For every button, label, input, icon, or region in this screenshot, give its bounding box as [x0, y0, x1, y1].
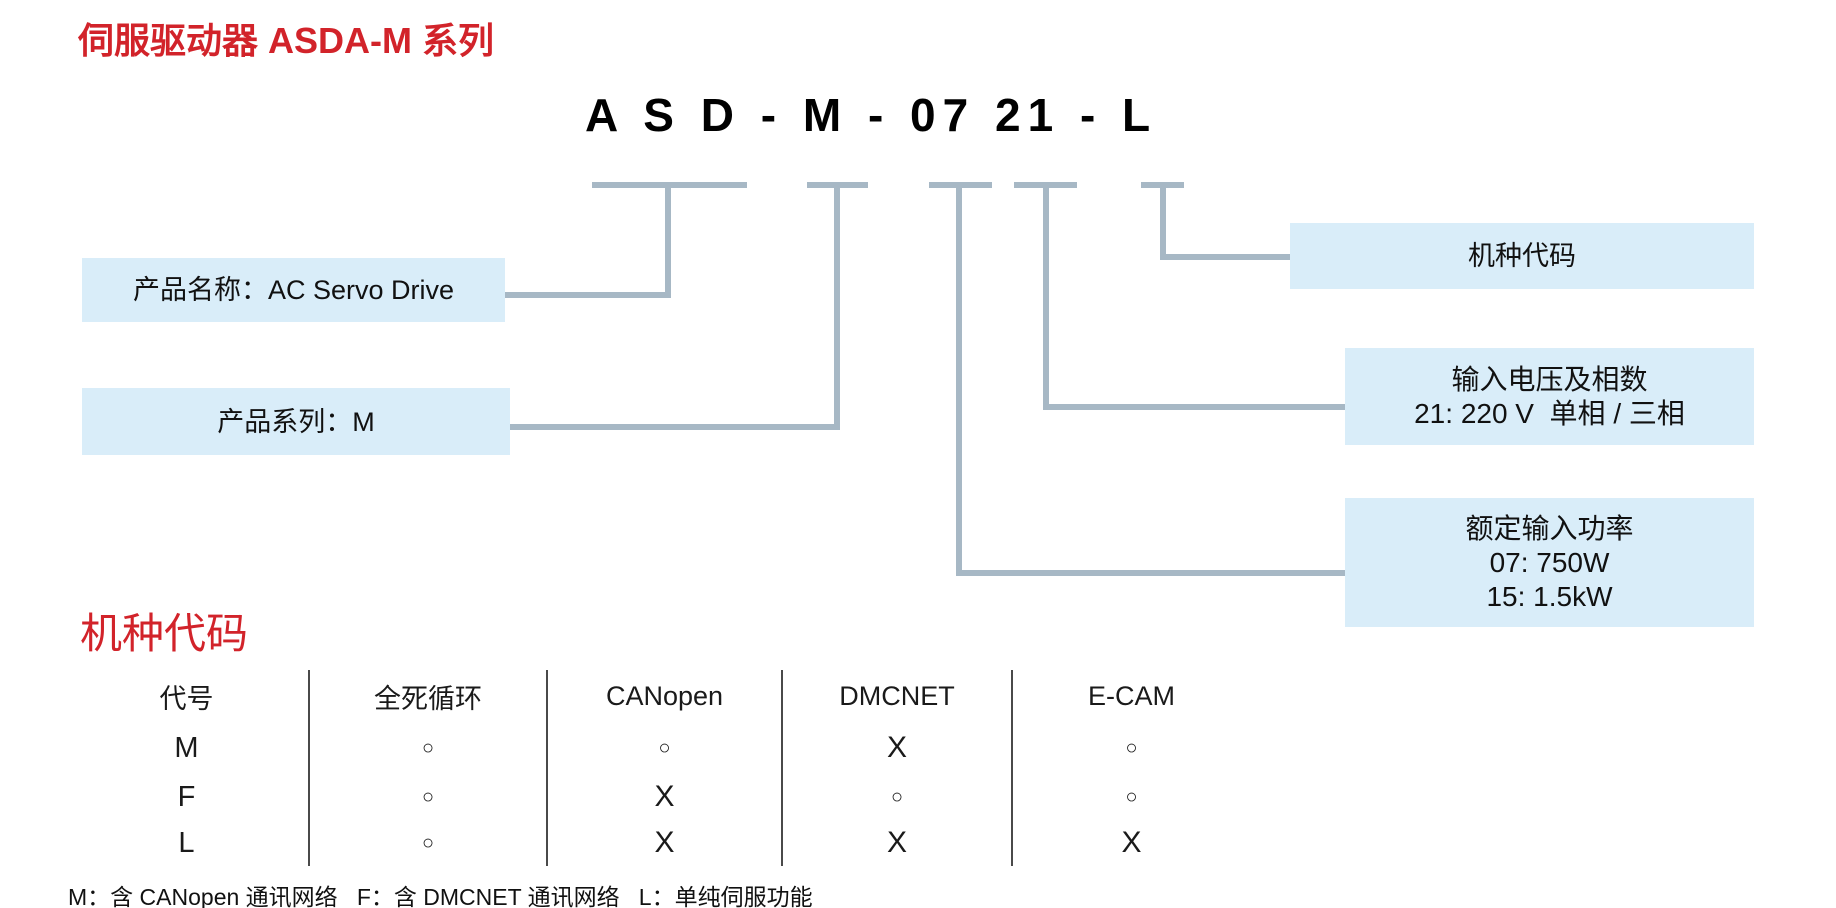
bracket-bar-m: [807, 182, 868, 188]
model-code-text: A S D - M - 07 21 - L: [585, 89, 1158, 141]
model-code-table: 代号 全死循环 CANopen DMCNET E-CAM M ○ ○ X ○ F…: [65, 670, 1250, 866]
table-cell: ○: [1125, 785, 1138, 808]
table-cell: X: [1121, 826, 1142, 859]
table-cell: X: [783, 820, 1013, 866]
connector-series: [510, 185, 840, 430]
callout-voltage: 输入电压及相数 21: 220 V 单相 / 三相: [1345, 348, 1754, 445]
callout-product-series-text: 产品系列：M: [217, 406, 375, 437]
connector-power: [956, 185, 1346, 576]
table-header-code: 代号: [65, 670, 310, 722]
table-cell: ○: [310, 722, 548, 774]
table-cell: X: [783, 722, 1013, 774]
table-row-f-code: F: [65, 774, 310, 820]
callout-product-name-text: 产品名称：AC Servo Drive: [132, 275, 455, 305]
table-cell: ○: [548, 722, 783, 774]
callout-product-series: 产品系列：M: [82, 388, 510, 455]
table-cell: ○: [1125, 736, 1138, 759]
table-header-dmcnet: DMCNET: [783, 670, 1013, 722]
table-row-l-code: L: [65, 820, 310, 866]
callout-power: 额定输入功率 07: 750W 15: 1.5kW: [1345, 498, 1754, 627]
table-cell: ○: [310, 820, 548, 866]
table-row-m-code: M: [65, 722, 310, 774]
section-heading: 机种代码: [80, 610, 249, 657]
bracket-bar-l: [1141, 182, 1184, 188]
bracket-bar-07: [929, 182, 992, 188]
connector-model-type: [1160, 185, 1291, 260]
callout-power-line1: 额定输入功率: [1465, 512, 1634, 544]
table-cell: ○: [783, 774, 1013, 820]
callout-voltage-line1: 输入电压及相数: [1451, 363, 1648, 395]
bracket-bar-21: [1014, 182, 1077, 188]
table-header-closed-loop: 全死循环: [310, 670, 548, 722]
connector-product-name: [505, 185, 671, 298]
page-title: 伺服驱动器 ASDA-M 系列: [78, 20, 494, 61]
table-header-canopen: CANopen: [548, 670, 783, 722]
callout-power-line3: 15: 1.5kW: [1486, 580, 1613, 612]
callout-product-name: 产品名称：AC Servo Drive: [82, 258, 505, 322]
bracket-bar-asd: [592, 182, 747, 188]
callout-power-line2: 07: 750W: [1489, 546, 1610, 578]
table-cell: X: [548, 774, 783, 820]
table-cell: ○: [310, 774, 548, 820]
table-header-ecam: E-CAM: [1088, 680, 1175, 711]
callout-model-type-text: 机种代码: [1468, 241, 1576, 271]
callout-model-type: 机种代码: [1290, 223, 1754, 289]
callout-voltage-line2: 21: 220 V 单相 / 三相: [1414, 397, 1685, 429]
connector-voltage: [1043, 185, 1346, 410]
table-cell: X: [548, 820, 783, 866]
footer-note: M：含 CANopen 通讯网络 F：含 DMCNET 通讯网络 L：单纯伺服功…: [68, 884, 813, 908]
